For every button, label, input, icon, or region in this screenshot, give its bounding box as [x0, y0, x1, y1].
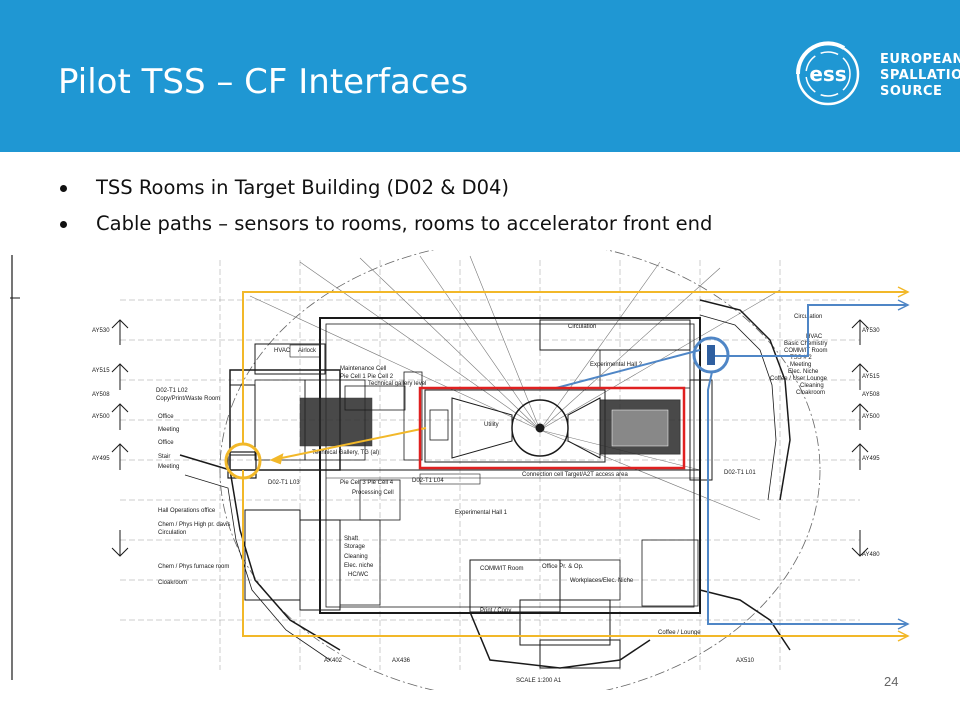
- cable-path-blue: [555, 299, 910, 630]
- label-exp-hall-2: Experimental Hall 2: [590, 362, 643, 368]
- label-comm-room: COMM/IT Room: [480, 566, 524, 572]
- label-workplaces: Workplaces/Elec. Niche: [570, 578, 634, 584]
- bullet-text: TSS Rooms in Target Building (D02 & D04): [96, 176, 510, 199]
- bullet-dot-icon: [60, 185, 67, 192]
- section-mark-label: AY495: [862, 456, 880, 462]
- label-storage: Storage: [344, 544, 366, 550]
- label-chem-furnace: Chem / Phys furnace room: [158, 564, 229, 570]
- section-mark-label: AY480: [862, 552, 880, 558]
- label-meeting-2: Meeting: [158, 464, 179, 470]
- label-cleaning: Cleaning: [344, 554, 368, 560]
- tss-rack-icon: [707, 345, 715, 365]
- label-utility: Utility: [484, 422, 499, 428]
- section-mark-label: AX510: [736, 658, 755, 664]
- label-hvac: HVAC: [274, 348, 291, 354]
- label-chem-phys: Chem / Phys High pr. davis: [158, 522, 230, 528]
- section-mark-label: AY530: [862, 328, 880, 334]
- section-mark-label: AY530: [92, 328, 110, 334]
- bullet-item: TSS Rooms in Target Building (D02 & D04): [58, 172, 712, 208]
- label-office-pr-op: Office Pr. & Op.: [542, 564, 584, 570]
- logo-line-1: EUROPEAN: [880, 52, 960, 67]
- section-mark-label: AY508: [862, 392, 880, 398]
- label-d02-t1-l02: D02-T1 L02: [156, 388, 188, 394]
- label-office-2: Office: [158, 440, 174, 446]
- main-hall-inner: [325, 323, 695, 608]
- label-d02-t1-l04: D02-T1 L04: [412, 478, 444, 484]
- section-mark-labels: AY530 AY515 AY508 AY500 AY495 AY530 AY51…: [92, 328, 880, 664]
- section-mark-label: AX402: [324, 658, 343, 664]
- label-processing-cell: Processing Cell: [352, 490, 394, 496]
- slide-title: Pilot TSS – CF Interfaces: [58, 62, 469, 102]
- logo-line-2: SPALLATION: [880, 68, 960, 83]
- label-cleaning-r: Cleaning: [800, 383, 824, 389]
- label-meeting: Meeting: [158, 427, 179, 433]
- tss-room-marker-right: [692, 336, 730, 374]
- label-cloakroom-r: Cloakroom: [796, 390, 825, 396]
- label-technical-gallery: Technical gallery level: [368, 381, 426, 387]
- page-number: 24: [884, 674, 899, 689]
- label-office: Office: [158, 414, 174, 420]
- bullet-item: Cable paths – sensors to rooms, rooms to…: [58, 208, 712, 244]
- tss-room-marker-left: [224, 442, 262, 480]
- target-area-highlight: [418, 386, 686, 470]
- label-coffee-lounge-b: Coffee / Lounge: [658, 630, 701, 636]
- label-meeting-r: Meeting: [790, 362, 811, 368]
- label-hall-operations: Hall Operations office: [158, 508, 216, 514]
- label-connection-cell: Connection cell Target/A2T access area: [522, 472, 629, 478]
- label-scale: SCALE 1:200 A1: [516, 678, 562, 684]
- target-radius-line: [219, 250, 821, 690]
- bullet-list: TSS Rooms in Target Building (D02 & D04)…: [58, 172, 712, 244]
- label-d02-t1-l03: D02-T1 L03: [268, 480, 300, 486]
- maintenance-cell-block: [299, 397, 373, 447]
- label-pie-cell-34: Pie Cell 3 Pie Cell 4: [340, 480, 394, 486]
- label-airlock: Airlock: [298, 348, 317, 354]
- bullet-dot-icon: [60, 221, 67, 228]
- section-mark-label: AY508: [92, 392, 110, 398]
- section-mark-label: AY500: [92, 414, 110, 420]
- logo-line-3: SOURCE: [880, 84, 943, 99]
- label-hvac-r: HVAC: [806, 334, 823, 340]
- label-shaft: Shaft: [344, 536, 358, 542]
- label-tss2: TSS # 2: [790, 355, 812, 361]
- section-marks: [10, 255, 869, 680]
- label-d02-t1-l01: D02-T1 L01: [724, 470, 756, 476]
- section-mark-label: AX436: [392, 658, 411, 664]
- floor-plan-linework: [10, 250, 869, 690]
- label-pie-cell: Pie Cell 1 Pie Cell 2: [340, 374, 394, 380]
- logo-mark-text: ess: [809, 62, 846, 86]
- section-mark-label: AY500: [862, 414, 880, 420]
- cable-path-yellow: [242, 286, 910, 642]
- label-elec-niche-r: Elec. Niche: [788, 369, 819, 375]
- title-bar: Pilot TSS – CF Interfaces ess EUROPEAN S…: [0, 0, 960, 152]
- label-maintenance-cell: Maintenance Cell: [340, 366, 386, 372]
- label-circulation-top: Circulation: [568, 324, 596, 330]
- bullet-text: Cable paths – sensors to rooms, rooms to…: [96, 212, 713, 235]
- label-print-copy: Print / Copy: [480, 608, 511, 614]
- main-hall-outline: [319, 317, 701, 614]
- floor-plan-drawing: Circulation Experimental Hall 2 Experime…: [10, 250, 910, 690]
- label-basic-chemistry: Basic Chemistry: [784, 341, 827, 347]
- plan-labels: Circulation Experimental Hall 2 Experime…: [156, 314, 828, 684]
- label-stair: Stair: [158, 454, 170, 460]
- label-copy-print: Copy/Print/Waste Room: [156, 396, 220, 402]
- ess-logo: ess EUROPEAN SPALLATION SOURCE: [784, 34, 960, 114]
- section-mark-label: AY515: [92, 368, 110, 374]
- label-hc-wc: HC/WC: [348, 572, 369, 578]
- label-technical-gallery-2: Technical Gallery, TG (al): [312, 450, 379, 456]
- label-exp-hall-1: Experimental Hall 1: [455, 510, 508, 516]
- label-coffee-lounge: Coffee / User Lounge: [770, 376, 828, 382]
- section-mark-label: AY495: [92, 456, 110, 462]
- label-elec-niche: Elec. niche: [344, 563, 374, 569]
- label-cloakroom: Cloakroom: [158, 580, 187, 586]
- section-mark-label: AY515: [862, 374, 880, 380]
- label-circulation-left: Circulation: [158, 530, 186, 536]
- radial-lines: [249, 255, 781, 521]
- label-comm-room-r: COMM/IT Room: [784, 348, 828, 354]
- ess-logo-mark-icon: ess: [795, 41, 860, 106]
